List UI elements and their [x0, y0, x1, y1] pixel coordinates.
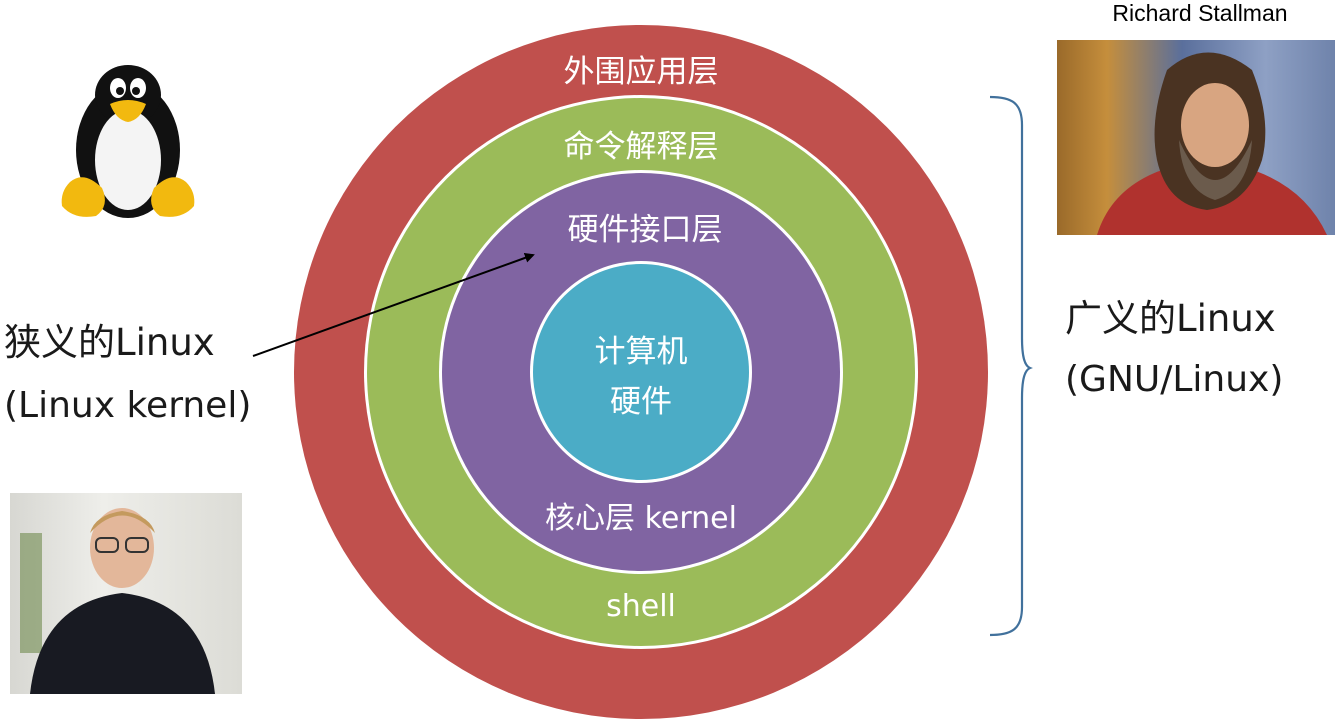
label-hardware-interface: 硬件接口层 — [568, 212, 723, 248]
broad-linux-title: 广义的Linux — [1065, 297, 1276, 340]
person-silhouette-icon — [20, 508, 215, 694]
label-computer-hardware-2: 硬件 — [610, 384, 672, 420]
label-computer-hardware-1: 计算机 — [595, 334, 688, 370]
brace-icon — [989, 95, 1033, 637]
label-outer-application: 外围应用层 — [564, 54, 719, 90]
broad-linux-subtitle: (GNU/Linux) — [1065, 359, 1284, 400]
narrow-linux-title: 狭义的Linux — [4, 321, 215, 364]
core-hardware — [533, 264, 749, 480]
stallman-caption: Richard Stallman — [1112, 0, 1288, 26]
richard-stallman-photo — [1057, 40, 1335, 235]
narrow-linux-subtitle: (Linux kernel) — [4, 385, 252, 426]
label-shell: shell — [606, 589, 676, 624]
pointer-arrow — [252, 253, 535, 357]
tux-penguin-icon — [61, 65, 195, 218]
label-kernel-core: 核心层 kernel — [545, 501, 737, 536]
person-silhouette-icon — [1097, 52, 1327, 235]
linus-torvalds-photo — [10, 493, 242, 694]
label-shell-interpreter: 命令解释层 — [564, 129, 719, 165]
